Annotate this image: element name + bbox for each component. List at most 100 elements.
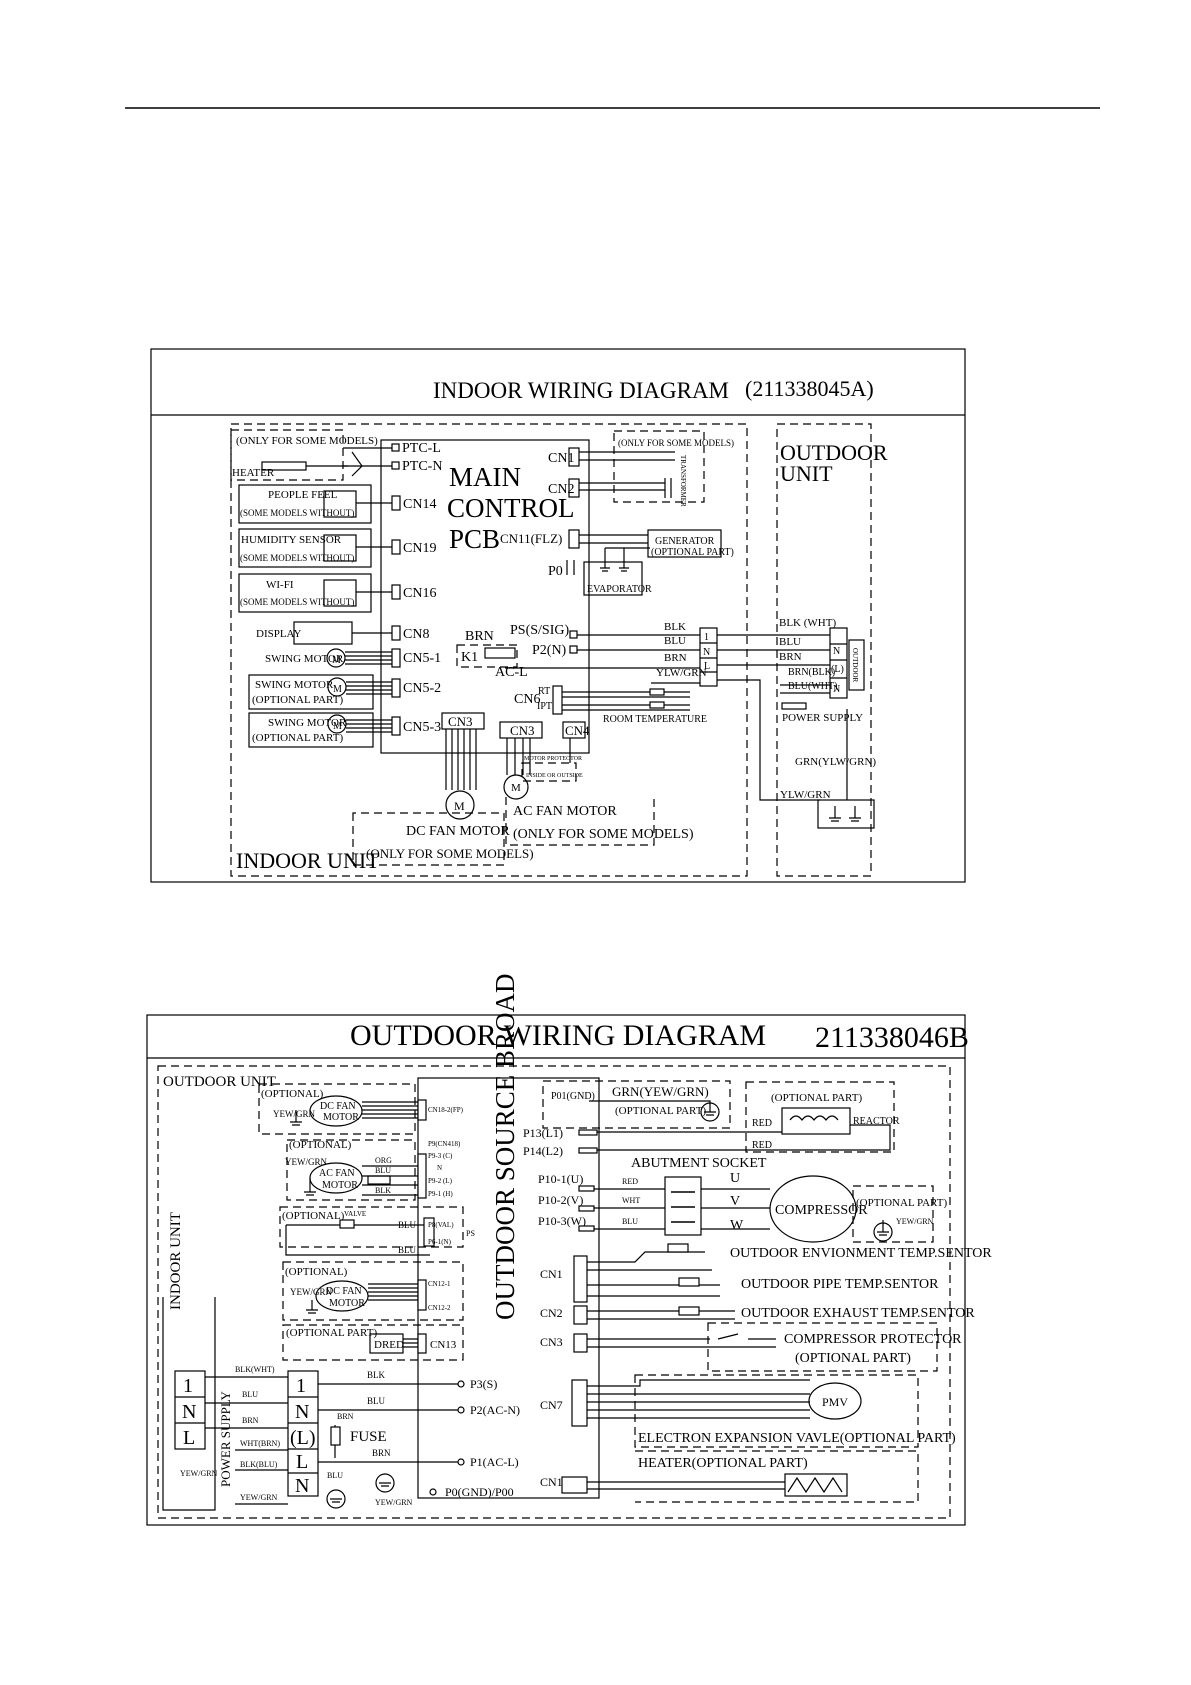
- pmv-label: PMV: [822, 1395, 848, 1409]
- ground-ylwgrn-label: YLW/GRN: [780, 789, 831, 801]
- p01-group: [542, 1080, 731, 1129]
- svg-text:M: M: [511, 782, 521, 794]
- eev-group: [634, 1374, 919, 1448]
- p0-gnd-label: P0(GND)/P00: [445, 1485, 514, 1499]
- swing-motor-2-label: SWING MOTOR: [255, 679, 334, 691]
- outdoor-term-n: N: [833, 646, 840, 657]
- ground-icon: [829, 806, 861, 822]
- indoor-side-term-1: 1: [183, 1375, 193, 1397]
- pcb-label-main: MAIN: [449, 462, 521, 492]
- indoor-cn4-connector: [562, 721, 586, 739]
- outdoor-unit-label-1: OUTDOOR: [780, 440, 888, 465]
- grn-yewgrn-label: GRN(YEW/GRN): [612, 1084, 709, 1099]
- cn16-connector: [391, 584, 401, 600]
- cn3-label: CN3: [540, 1335, 563, 1349]
- indoor-term-l: L: [704, 661, 710, 672]
- people-feel-group: [238, 484, 372, 524]
- cn14-connector: [391, 495, 401, 511]
- valve-icon: [339, 1219, 355, 1229]
- outdoor-unit-region: [157, 1065, 951, 1519]
- people-feel-note: (SOME MODELS WITHOUT): [240, 508, 354, 518]
- pcb-label-pcb: PCB: [449, 524, 500, 554]
- humidity-sensor-group: [238, 528, 372, 568]
- cn2-label: CN2: [548, 482, 574, 497]
- p10-3-label: P10-3(W): [538, 1214, 586, 1228]
- transformer-group: [613, 430, 705, 503]
- outdoor-term-l: (L): [831, 664, 844, 675]
- cn2-connector: [573, 1305, 588, 1325]
- valve-label: VALVE: [344, 1210, 366, 1218]
- swing-motor-1-icon: [326, 648, 346, 668]
- p13-label: P13(L1): [523, 1126, 563, 1140]
- outdoor-terminal-block: [829, 627, 848, 699]
- outdoor-wire-brn-label: BRN: [779, 651, 802, 663]
- outdoor-frame: [146, 1014, 966, 1526]
- indoor-code: (211338045A): [745, 376, 874, 401]
- cn1-connector: [573, 1255, 588, 1303]
- cn19-connector: [391, 539, 401, 555]
- compressor-optional-group: [852, 1185, 934, 1243]
- p0-yewgrn-label: YEW/GRN: [375, 1498, 413, 1507]
- abutment-socket: [664, 1176, 702, 1236]
- phase-v-label: V: [730, 1194, 740, 1209]
- cn7-connector: [571, 1379, 588, 1427]
- env-sensor-icon: [667, 1243, 689, 1253]
- p1-acl-label: P1(AC-L): [470, 1455, 519, 1469]
- yewgrn-bottom-label: YEW/GRN: [240, 1493, 278, 1502]
- cn6-connector: [552, 685, 563, 715]
- p14-label: P14(L2): [523, 1144, 563, 1158]
- compressor-protector-group: [707, 1322, 938, 1372]
- outdoor-code: 211338046B: [815, 1021, 969, 1054]
- compressor-optional-label: (OPTIONAL PART): [856, 1197, 947, 1209]
- svg-text:M: M: [333, 684, 342, 695]
- room-temperature-label: ROOM TEMPERATURE: [603, 714, 707, 725]
- indoor-unit-side-label: INDOOR UNIT: [168, 1212, 184, 1310]
- ac-fan-org-label: ORG: [375, 1156, 392, 1165]
- ptc-n-connector: [391, 461, 400, 470]
- eev-label: ELECTRON EXPANSION VAVLE(OPTIONAL PART): [638, 1431, 956, 1446]
- humidity-sensor-label: HUMIDITY SENSOR: [241, 534, 342, 546]
- compressor-protector-switch: [717, 1333, 776, 1340]
- p0-label: P0: [548, 564, 563, 579]
- relay-k1-coil: [484, 647, 516, 659]
- p9-3-label: P9-3 (C): [428, 1152, 453, 1160]
- p2-terminal: [569, 645, 578, 654]
- dc-fan-optional-label: (OPTIONAL): [261, 1088, 324, 1100]
- swing-motor-2-note: (OPTIONAL PART): [252, 694, 343, 706]
- p9-label: P9(CN418): [428, 1140, 461, 1148]
- valve-blu-label: BLU: [398, 1220, 417, 1230]
- cn14-label: CN14: [403, 497, 436, 512]
- compressor-label: COMPRESSOR: [775, 1203, 868, 1218]
- abutment-label: ABUTMENT SOCKET: [631, 1156, 767, 1171]
- indoor-cn4-label: CN4: [565, 723, 590, 738]
- cn6-label: CN6: [514, 692, 540, 707]
- transformer-only-some-label: (ONLY FOR SOME MODELS): [618, 438, 734, 448]
- indoor-terminal-block: [699, 627, 718, 687]
- ground-grn-label: GRN(YLW/GRN): [795, 756, 876, 768]
- cn12-2-label: CN12-2: [428, 1304, 451, 1312]
- ac-fan-only-some-label: (ONLY FOR SOME MODELS): [513, 827, 694, 842]
- cn7-label: CN7: [540, 1398, 563, 1412]
- ptc-l-connector: [391, 443, 400, 452]
- dc-fan-ground-label: YEW/GRN: [273, 1109, 315, 1119]
- inside-outside-label: INSIDE OR OUTSIDE: [526, 773, 583, 779]
- ground-blu-label: BLU: [327, 1471, 343, 1480]
- indoor-unit-label: INDOOR UNIT: [236, 848, 380, 873]
- pmv-icon: [808, 1382, 862, 1420]
- ptc-n-label: PTC-N: [402, 459, 442, 474]
- cn12-connector: [417, 1279, 427, 1311]
- wire-brn-label: BRN: [664, 652, 687, 664]
- wire-blk-label: BLK: [664, 621, 686, 633]
- cn2-label: CN2: [540, 1306, 563, 1320]
- svg-text:M: M: [333, 721, 342, 732]
- indoor-side-terminal: [174, 1370, 206, 1450]
- ac-fan-motor-icon: [503, 774, 529, 800]
- reactor-label: REACTOR: [853, 1116, 900, 1127]
- cn8-connector: [391, 625, 401, 641]
- display-label: DISPLAY: [256, 628, 301, 640]
- dred-optional-group: [282, 1324, 464, 1361]
- board-label: OUTDOOR SOURCE BROAD: [490, 973, 520, 1320]
- compressor-yewgrn-label: YEW/GRN: [896, 1217, 934, 1226]
- p2-acn-label: P2(AC-N): [470, 1403, 520, 1417]
- fuse-icon: [330, 1426, 341, 1446]
